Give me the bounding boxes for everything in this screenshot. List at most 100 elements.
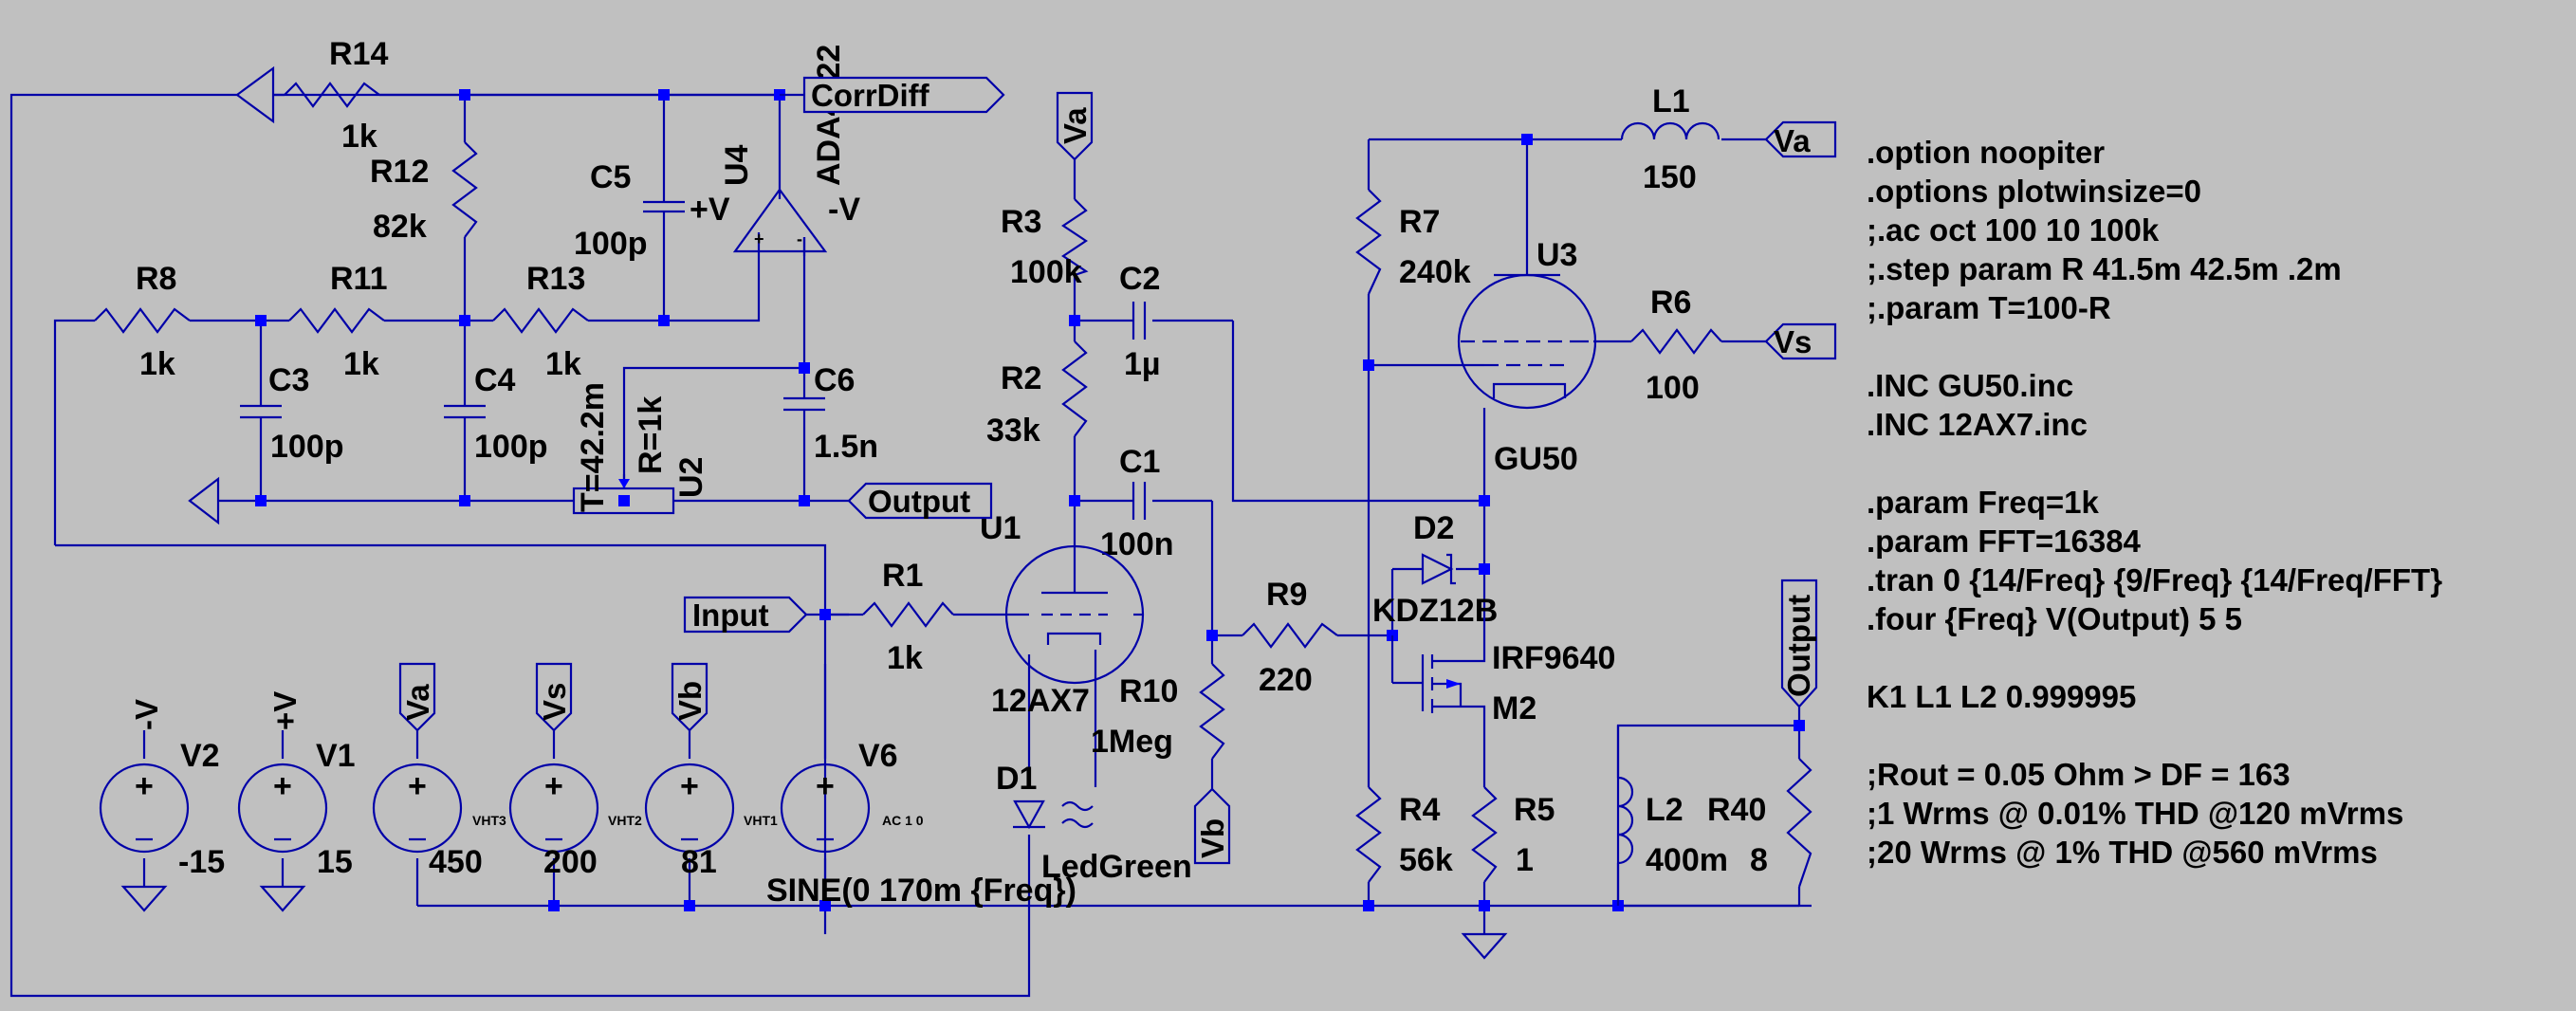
l1-value: 150 [1643, 159, 1697, 195]
capacitor-c2[interactable]: C2 1µ [1119, 261, 1161, 382]
resistor-r9[interactable]: R9 220 [1242, 577, 1338, 698]
led-d1[interactable]: D1 LedGreen [996, 761, 1192, 885]
resistor-r1[interactable]: R1 1k [862, 558, 954, 676]
directive-line: ;20 Wrms @ 1% THD @560 mVrms [1867, 835, 2378, 870]
inductor-l1[interactable]: L1 150 [1620, 83, 1720, 195]
vht1-plus-sign: + [680, 768, 699, 804]
v2-ref: V2 [180, 738, 220, 774]
vht3-ref: VHT3 [472, 813, 506, 828]
source-v2[interactable]: + V2 -15 [99, 738, 225, 880]
r5-value: 1 [1516, 842, 1534, 878]
v6-ac: AC 1 0 [882, 813, 924, 828]
v1-plus-sign: + [273, 768, 292, 804]
mosfet-m2[interactable]: IRF9640 M2 [1390, 616, 1615, 730]
net-flag-input[interactable]: Input [683, 596, 808, 634]
r4-value: 56k [1399, 842, 1453, 878]
directive-line: ;Rout = 0.05 Ohm > DF = 163 [1867, 757, 2291, 792]
vht2-plus-sign: + [544, 768, 563, 804]
resistor-r6[interactable]: R6 100 [1630, 285, 1722, 406]
l2-value: 400m [1646, 842, 1728, 878]
resistor-r5[interactable]: R5 1 [1471, 786, 1555, 883]
c5-value: 100p [574, 226, 648, 262]
spice-directives[interactable]: .option noopiter .options plotwinsize=0 … [1867, 135, 2442, 870]
source-v6[interactable]: + V6 AC 1 0 SINE(0 170m {Freq}) [766, 738, 1076, 909]
directive-line: .four {Freq} V(Output) 5 5 [1867, 601, 2242, 636]
resistor-r11[interactable]: R11 1k [288, 261, 388, 382]
resistor-r3[interactable]: R3 100k [1001, 198, 1089, 290]
ground-r5-icon [1461, 932, 1508, 960]
r13-ref: R13 [526, 261, 585, 297]
net-flag-vb-src[interactable]: Vb [671, 662, 708, 732]
net-flag-corrdiff[interactable]: CorrDiff [780, 76, 1005, 114]
tube-u3[interactable]: U3 GU50 [1456, 237, 1597, 477]
resistor-r8[interactable]: R8 1k [94, 261, 191, 382]
ground-output-icon [188, 476, 220, 525]
u4-ref: U4 [719, 144, 755, 186]
vht1-value: 81 [681, 844, 717, 880]
u4-plus-v: +V [690, 192, 730, 228]
d2-ref: D2 [1413, 510, 1454, 546]
net-flag-pos-v[interactable]: +V [267, 691, 303, 730]
source-v1[interactable]: + V1 15 [237, 738, 356, 880]
r13-value: 1k [545, 346, 581, 382]
r9-ref: R9 [1266, 577, 1307, 613]
net-flag-neg-v[interactable]: -V [129, 699, 164, 730]
capacitor-c4[interactable]: C4 100p [444, 362, 548, 465]
c6-ref: C6 [814, 362, 855, 398]
inductor-l2[interactable]: L2 400m [1616, 726, 1728, 906]
directive-line: .param Freq=1k [1867, 485, 2100, 520]
resistor-r10[interactable]: R10 1Meg [1091, 663, 1225, 760]
neg-v-label: -V [129, 699, 164, 730]
resistor-r7[interactable]: R7 240k [1355, 189, 1471, 295]
zener-d2[interactable]: D2 KDZ12B [1372, 510, 1498, 629]
directive-line: .options plotwinsize=0 [1867, 174, 2201, 209]
capacitor-c3[interactable]: C3 100p [240, 362, 344, 465]
opamp-u4[interactable]: + - +V -V U4 ADA4522 [690, 45, 860, 253]
resistor-r2[interactable]: R2 33k [986, 340, 1088, 449]
net-flag-output-right[interactable]: Output [1780, 579, 1818, 708]
directive-line: .param FFT=16384 [1867, 524, 2142, 559]
net-flag-vs-right[interactable]: Vs [1764, 322, 1837, 360]
net-flag-va-src[interactable]: Va [398, 662, 436, 732]
capacitor-c6[interactable]: C6 1.5n [783, 362, 878, 465]
element-u2[interactable]: T=42.2m R=1k U2 [572, 382, 709, 515]
directive-line: K1 L1 L2 0.999995 [1867, 679, 2136, 714]
resistor-r4[interactable]: R4 56k [1355, 786, 1453, 883]
vht3-value: 450 [429, 844, 483, 880]
r8-value: 1k [139, 346, 175, 382]
resistor-r13[interactable]: R13 1k [492, 261, 589, 382]
r3-value: 100k [1010, 254, 1082, 290]
resistor-r14[interactable]: R14 1k [284, 36, 388, 155]
source-vht3[interactable]: + VHT3 450 [372, 763, 506, 880]
capacitor-c5[interactable]: C5 100p [574, 159, 685, 262]
capacitor-c1[interactable]: C1 100n [1100, 444, 1174, 562]
m2-ref: M2 [1492, 690, 1536, 726]
l2-ref: L2 [1646, 792, 1684, 828]
junction-dots [255, 89, 1805, 911]
net-flag-vb-mid[interactable]: Vb [1193, 787, 1231, 865]
c1-value: 100n [1100, 526, 1174, 562]
source-vht2[interactable]: + VHT2 200 [508, 763, 642, 880]
u3-value: GU50 [1494, 441, 1578, 477]
vht3-plus-sign: + [408, 768, 427, 804]
source-vht1[interactable]: + VHT1 81 [644, 763, 778, 880]
net-flag-output-main[interactable]: Output [847, 482, 993, 520]
r2-ref: R2 [1001, 360, 1041, 396]
r12-ref: R12 [370, 154, 429, 190]
net-flag-va-right[interactable]: Va [1764, 120, 1837, 158]
d1-ref: D1 [996, 761, 1037, 797]
directive-line: .option noopiter [1867, 135, 2105, 170]
r10-value: 1Meg [1091, 724, 1173, 760]
vht2-value: 200 [543, 844, 598, 880]
net-flag-vs-src[interactable]: Vs [535, 662, 573, 732]
net-flag-va-top[interactable]: Va [1056, 91, 1094, 161]
directive-line: ;.param T=100-R [1867, 290, 2111, 325]
v6-value: SINE(0 170m {Freq}) [766, 873, 1076, 909]
resistor-r12[interactable]: R12 82k [370, 141, 478, 245]
c2-ref: C2 [1119, 261, 1160, 297]
c3-ref: C3 [268, 362, 309, 398]
resistor-r40[interactable]: R40 8 [1707, 758, 1812, 888]
v6-plus-sign: + [816, 768, 835, 804]
r11-ref: R11 [330, 261, 388, 297]
